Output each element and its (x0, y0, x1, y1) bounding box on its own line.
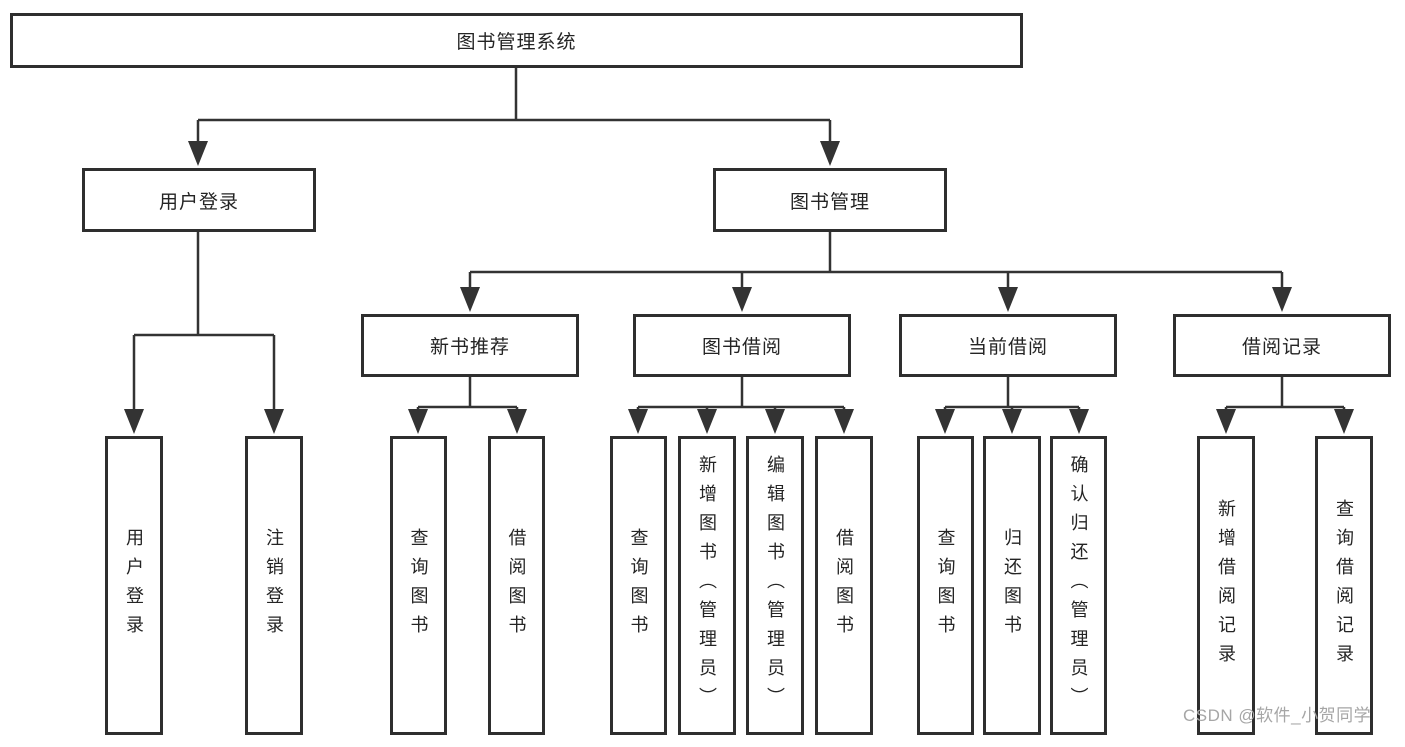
csdn-watermark: CSDN @软件_小贺同学 (1183, 706, 1372, 725)
leaf-user-login: 用户登录 (105, 436, 163, 735)
leaf-query-books-recommend: 查询图书 (390, 436, 447, 735)
connector-strokes (132, 68, 1346, 411)
node-new-book-recommendation: 新书推荐 (361, 314, 579, 377)
leaf-label: 编辑图书（管理员） (765, 455, 785, 716)
node-label: 当前借阅 (967, 337, 1048, 358)
leaf-label: 归还图书 (1002, 527, 1022, 644)
node-book-management: 图书管理 (713, 168, 947, 232)
leaf-query-books-borrow: 查询图书 (610, 436, 667, 735)
leaf-logout: 注销登录 (245, 436, 303, 735)
leaf-edit-book-admin: 编辑图书（管理员） (746, 436, 804, 735)
leaf-query-borrow-record: 查询借阅记录 (1315, 436, 1373, 735)
node-label: 新书推荐 (429, 337, 510, 358)
leaf-label: 查询图书 (628, 527, 649, 644)
leaf-label: 新增图书（管理员） (697, 455, 717, 716)
leaf-confirm-return-admin: 确认归还（管理员） (1050, 436, 1107, 735)
node-borrowing-records: 借阅记录 (1173, 314, 1391, 377)
node-book-borrowing: 图书借阅 (633, 314, 851, 377)
node-label: 图书管理系统 (456, 32, 577, 53)
leaf-label: 借阅图书 (506, 527, 527, 644)
leaf-label: 新增借阅记录 (1216, 498, 1236, 673)
leaf-add-book-admin: 新增图书（管理员） (678, 436, 736, 735)
node-label: 借阅记录 (1241, 337, 1322, 358)
leaf-borrow-books: 借阅图书 (815, 436, 873, 735)
leaf-label: 注销登录 (264, 527, 284, 644)
leaf-return-book: 归还图书 (983, 436, 1041, 735)
node-label: 图书管理 (789, 191, 870, 213)
leaf-borrow-books-recommend: 借阅图书 (488, 436, 545, 735)
node-label: 图书借阅 (701, 337, 782, 358)
node-library-management-system: 图书管理系统 (10, 13, 1023, 68)
leaf-label: 借阅图书 (834, 527, 854, 644)
leaf-label: 查询借阅记录 (1334, 498, 1354, 673)
node-label: 用户登录 (158, 191, 239, 213)
leaf-query-books-current: 查询图书 (917, 436, 974, 735)
leaf-label: 用户登录 (124, 527, 144, 644)
leaf-label: 查询图书 (408, 527, 429, 644)
leaf-label: 查询图书 (935, 527, 956, 644)
arrowheads (124, 141, 1354, 434)
leaf-add-borrow-record: 新增借阅记录 (1197, 436, 1255, 735)
leaf-label: 确认归还（管理员） (1068, 455, 1089, 716)
node-user-login: 用户登录 (82, 168, 316, 232)
node-current-borrowing: 当前借阅 (899, 314, 1117, 377)
